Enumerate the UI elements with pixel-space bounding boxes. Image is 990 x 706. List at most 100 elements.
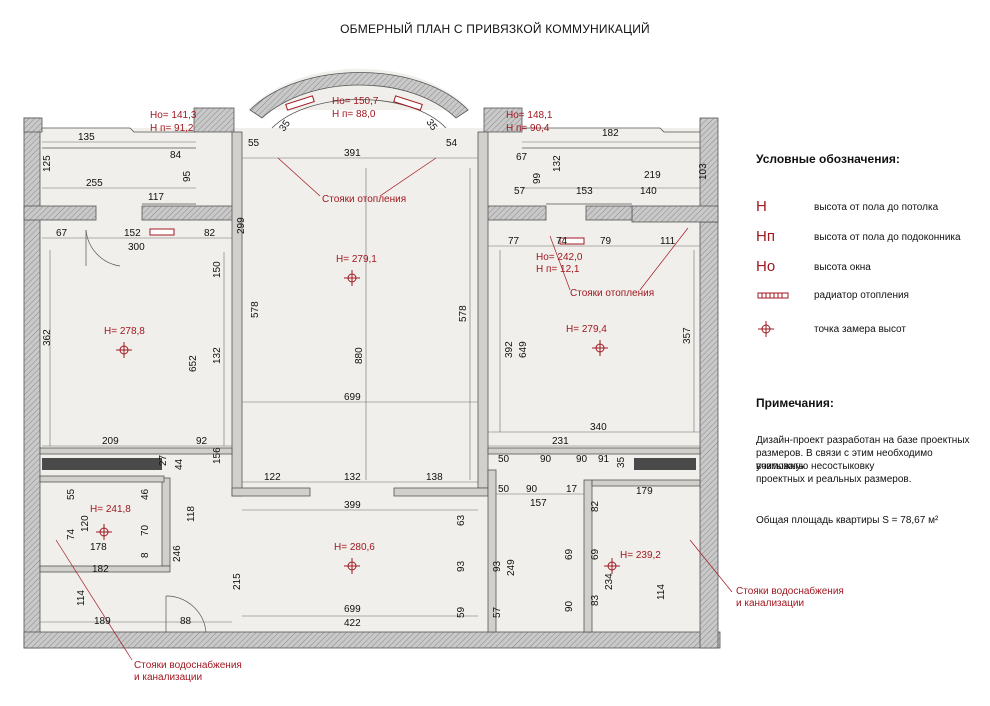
dim-label: 67 (56, 228, 68, 239)
dim-label: 649 (518, 341, 529, 358)
dim-label: 84 (170, 150, 182, 161)
plan-title: ОБМЕРНЫЙ ПЛАН С ПРИВЯЗКОЙ КОММУНИКАЦИЙ (340, 22, 650, 36)
dim-label: 150 (212, 261, 223, 278)
dim-label: 234 (604, 573, 615, 590)
balcony-outlines (42, 99, 700, 205)
dim-label: 54 (446, 138, 458, 149)
dim-label: 215 (232, 573, 243, 590)
dim-label: 132 (552, 155, 563, 172)
dim-label: 50 (498, 484, 510, 495)
radiators (149, 95, 585, 245)
height-window-right2-hp: H п= 12,1 (536, 264, 580, 275)
note-line: проектных и реальных размеров. (756, 474, 912, 485)
dim-label: 91 (598, 454, 610, 465)
dimension-numbers: 135 125 84 95 255 117 67 152 82 300 362 … (42, 117, 709, 629)
interior-walls (39, 131, 701, 633)
label-water-right-1: Стояки водоснабжения (736, 585, 844, 597)
dim-label: 92 (196, 436, 208, 447)
dim-label: 17 (566, 484, 578, 495)
legend-symbol-ho: Hо (756, 258, 776, 275)
dim-label: 93 (492, 560, 503, 572)
exterior-walls (23, 72, 721, 649)
legend-item-sill-height: Hп высота от пола до подоконника (756, 228, 986, 248)
height-window-center-hp: H п= 88,0 (332, 109, 376, 120)
dim-label: 153 (576, 186, 593, 197)
dim-label: 299 (236, 217, 247, 234)
dimension-lines (40, 141, 700, 623)
dim-label: 90 (540, 454, 552, 465)
dim-label: 67 (516, 152, 528, 163)
height-window-left-ho: Hо= 141,3 (150, 110, 197, 121)
height-room-center: H= 279,1 (336, 254, 377, 265)
dim-label: 90 (526, 484, 538, 495)
dim-label: 57 (492, 606, 503, 618)
dim-label: 399 (344, 500, 361, 511)
label-water-right-2: и канализации (736, 598, 804, 609)
measure-point-hall (344, 558, 360, 574)
dim-label: 189 (94, 616, 111, 627)
legend-text: радиатор отопления (814, 290, 909, 301)
leader-lines (55, 157, 733, 661)
height-hall: H= 280,6 (334, 542, 375, 553)
label-heating-right: Стояки отопления (570, 288, 654, 299)
dim-label: 70 (140, 524, 151, 536)
dim-label: 88 (180, 616, 192, 627)
radiator-icon (757, 292, 789, 299)
dim-label: 82 (590, 500, 601, 512)
dim-label: 69 (590, 548, 601, 560)
legend-symbol-hp: Hп (756, 228, 775, 245)
height-window-left-hp: H п= 91,2 (150, 123, 194, 134)
dim-label: 392 (504, 341, 515, 358)
dim-label: 46 (140, 488, 151, 500)
legend-text: высота окна (814, 262, 871, 273)
dim-label: 44 (174, 458, 185, 470)
dim-label: 114 (656, 584, 667, 600)
label-heating-center: Стояки отопления (322, 194, 406, 205)
dim-label: 152 (124, 228, 141, 239)
dim-label: 231 (552, 436, 569, 447)
measure-point-room-right (592, 340, 608, 356)
dim-label: 578 (250, 301, 261, 318)
dim-label: 55 (248, 138, 260, 149)
dim-label: 114 (76, 590, 87, 606)
dim-label: 8 (140, 552, 151, 558)
dim-label: 122 (264, 472, 281, 483)
dim-label: 357 (682, 327, 693, 344)
dim-label: 140 (640, 186, 657, 197)
measurement-points (96, 270, 620, 574)
dim-label: 118 (186, 506, 197, 522)
dim-label: 156 (212, 447, 223, 464)
dim-label: 79 (600, 236, 612, 247)
measure-point-bath-right (604, 558, 620, 574)
legend-item-measure-point: точка замера высот (756, 320, 986, 340)
dim-label: 125 (42, 155, 53, 172)
legend-text: высота от пола до потолка (814, 202, 939, 213)
dim-label: 178 (90, 542, 107, 553)
dim-label: 50 (498, 454, 510, 465)
dim-label: 132 (212, 347, 223, 364)
height-labels: H= 278,8 H= 279,1 H= 279,4 H= 280,6 H= 2… (90, 96, 661, 561)
dim-label: 111 (660, 236, 676, 247)
dim-label: 209 (102, 436, 119, 447)
dim-label: 93 (456, 560, 467, 572)
dim-label: 59 (456, 606, 467, 618)
height-room-left: H= 278,8 (104, 326, 145, 337)
dim-label: 391 (344, 148, 361, 159)
legend-text: точка замера высот (814, 324, 906, 335)
dim-label: 362 (42, 329, 53, 346)
dim-label: 652 (188, 355, 199, 372)
dim-label: 249 (506, 559, 517, 576)
total-area: Общая площадь квартиры S = 78,67 м² (756, 515, 939, 526)
dim-label: 35 (616, 456, 627, 468)
label-water-left-2: и канализации (134, 672, 202, 683)
note-line: размеров. В связи с этим необходимо учит… (756, 448, 933, 472)
floor-area (40, 68, 715, 633)
dim-label: 157 (530, 498, 547, 509)
dim-label: 69 (564, 548, 575, 560)
measure-point-room-center (344, 270, 360, 286)
dim-label: 82 (204, 228, 216, 239)
dim-label: 74 (66, 528, 77, 540)
height-bath-right: H= 239,2 (620, 550, 661, 561)
notes-heading: Примечания: (756, 396, 834, 410)
